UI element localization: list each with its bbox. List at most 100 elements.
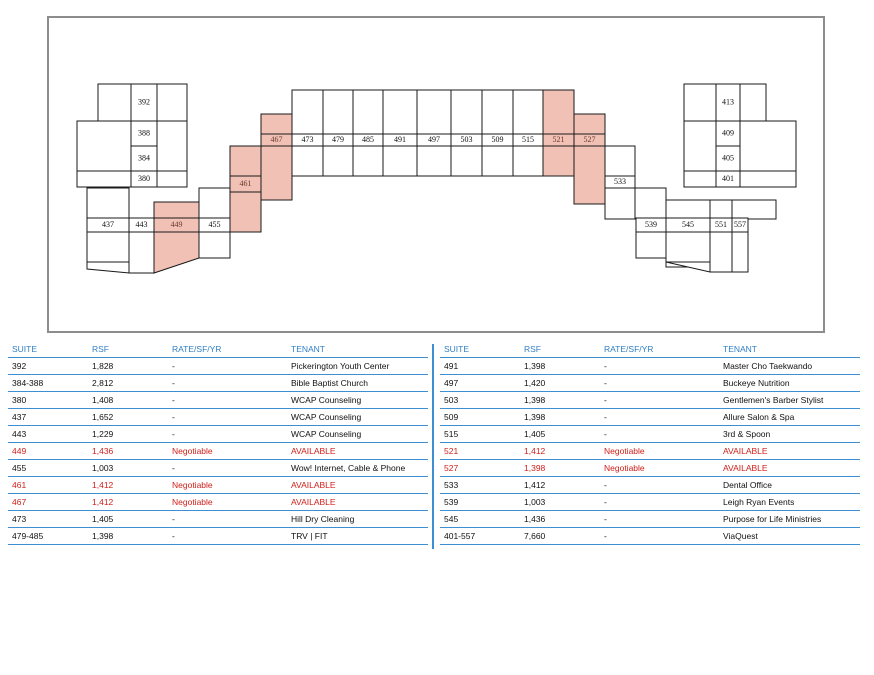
cell-tenant: Allure Salon & Spa bbox=[723, 412, 795, 422]
cell-suite: 527 bbox=[444, 463, 459, 473]
plan-unit-384 bbox=[130, 145, 158, 172]
plan-wall-38 bbox=[739, 83, 767, 122]
plan-wall-32 bbox=[709, 231, 733, 273]
plan-unit-label-557: 557 bbox=[734, 220, 746, 229]
cell-rate: - bbox=[172, 429, 175, 439]
cell-suite: 437 bbox=[12, 412, 27, 422]
cell-tenant: Bible Baptist Church bbox=[291, 378, 369, 388]
cell-tenant: ViaQuest bbox=[723, 531, 758, 541]
cell-rate: - bbox=[172, 378, 175, 388]
plan-wall-16 bbox=[450, 89, 483, 135]
cell-suite: 473 bbox=[12, 514, 27, 524]
plan-unit-label-380: 380 bbox=[138, 174, 150, 183]
cell-suite: 533 bbox=[444, 480, 459, 490]
plan-unit-label-437: 437 bbox=[102, 220, 114, 229]
cell-rate: - bbox=[172, 395, 175, 405]
cell-suite: 380 bbox=[12, 395, 27, 405]
plan-wall-24 bbox=[450, 145, 483, 177]
plan-wall-7 bbox=[198, 187, 231, 219]
plan-wall-35 bbox=[709, 199, 733, 220]
cell-rate: Negotiable bbox=[172, 446, 213, 456]
plan-unit-392 bbox=[130, 83, 158, 122]
plan-unit-label-405: 405 bbox=[722, 153, 734, 162]
plan-unit-label-473: 473 bbox=[302, 135, 314, 144]
cell-rsf: 1,398 bbox=[524, 361, 546, 371]
plan-unit-533 bbox=[604, 175, 636, 189]
cell-rate: - bbox=[172, 531, 175, 541]
cell-tenant: AVAILABLE bbox=[723, 463, 768, 473]
cell-tenant: TRV | FIT bbox=[291, 531, 328, 541]
column-header-tenant: TENANT bbox=[723, 344, 757, 354]
plan-unit-label-497: 497 bbox=[428, 135, 440, 144]
cell-rsf: 1,828 bbox=[92, 361, 114, 371]
plan-wall-22 bbox=[382, 145, 418, 177]
plan-unit-label-461: 461 bbox=[240, 179, 252, 188]
cell-rate: - bbox=[172, 361, 175, 371]
plan-wall-14 bbox=[382, 89, 418, 135]
cell-tenant: Master Cho Taekwando bbox=[723, 361, 813, 371]
plan-unit-557 bbox=[731, 217, 749, 233]
plan-wall-33 bbox=[731, 231, 749, 273]
cell-rsf: 1,436 bbox=[524, 514, 546, 524]
cell-rate: Negotiable bbox=[604, 446, 645, 456]
plan-unit-label-443: 443 bbox=[136, 220, 148, 229]
column-header-rsf: RSF bbox=[92, 344, 109, 354]
cell-rate: - bbox=[172, 463, 175, 473]
cell-rate: - bbox=[604, 395, 607, 405]
plan-unit-449 bbox=[153, 201, 200, 274]
cell-rsf: 1,229 bbox=[92, 429, 114, 439]
cell-rsf: 1,652 bbox=[92, 412, 114, 422]
cell-tenant: AVAILABLE bbox=[723, 446, 768, 456]
cell-rate: Negotiable bbox=[172, 497, 213, 507]
column-header-suite: SUITE bbox=[12, 344, 38, 354]
plan-unit-label-533: 533 bbox=[614, 177, 626, 186]
cell-rsf: 1,398 bbox=[524, 395, 546, 405]
cell-tenant: Pickerington Youth Center bbox=[291, 361, 390, 371]
cell-rate: - bbox=[604, 497, 607, 507]
cell-rsf: 1,412 bbox=[92, 480, 114, 490]
column-header-suite: SUITE bbox=[444, 344, 470, 354]
cell-suite: 467 bbox=[12, 497, 27, 507]
cell-rsf: 1,398 bbox=[524, 463, 546, 473]
plan-wall-6 bbox=[86, 187, 130, 219]
plan-unit-label-521: 521 bbox=[553, 135, 565, 144]
cell-tenant: Gentlemen's Barber Stylist bbox=[723, 395, 824, 405]
plan-wall-11 bbox=[291, 89, 324, 135]
cell-rsf: 1,398 bbox=[92, 531, 114, 541]
plan-wall-41 bbox=[683, 170, 717, 188]
cell-rate: - bbox=[604, 378, 607, 388]
cell-suite: 509 bbox=[444, 412, 459, 422]
plan-unit-block-467 bbox=[260, 113, 293, 201]
plan-wall-25 bbox=[481, 145, 514, 177]
plan-wall-36 bbox=[731, 199, 777, 220]
cell-suite: 491 bbox=[444, 361, 459, 371]
cell-rate: - bbox=[604, 531, 607, 541]
plan-wall-10 bbox=[198, 231, 231, 259]
plan-wall-39 bbox=[683, 120, 717, 172]
cell-tenant: Purpose for Life Ministries bbox=[723, 514, 822, 524]
cell-suite: 497 bbox=[444, 378, 459, 388]
cell-tenant: WCAP Counseling bbox=[291, 395, 362, 405]
cell-rsf: 1,398 bbox=[524, 412, 546, 422]
plan-unit-block-521 bbox=[542, 89, 575, 177]
cell-tenant: WCAP Counseling bbox=[291, 412, 362, 422]
plan-wall-20 bbox=[322, 145, 354, 177]
cell-suite: 461 bbox=[12, 480, 27, 490]
cell-tenant: Leigh Ryan Events bbox=[723, 497, 795, 507]
cell-tenant: AVAILABLE bbox=[291, 480, 336, 490]
